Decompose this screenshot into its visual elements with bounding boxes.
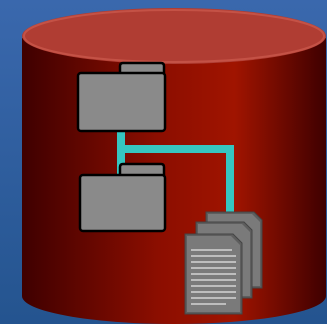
cylinder-top-rim <box>23 9 325 63</box>
parent-folder-icon <box>76 61 167 133</box>
child-folder-icon <box>78 162 167 233</box>
document-text-lines <box>191 249 236 305</box>
document-stack-icon <box>184 211 263 315</box>
document-icon <box>184 233 243 315</box>
cylinder-top <box>22 8 326 64</box>
database-cylinder <box>22 8 326 324</box>
cylinder-body <box>22 38 326 324</box>
